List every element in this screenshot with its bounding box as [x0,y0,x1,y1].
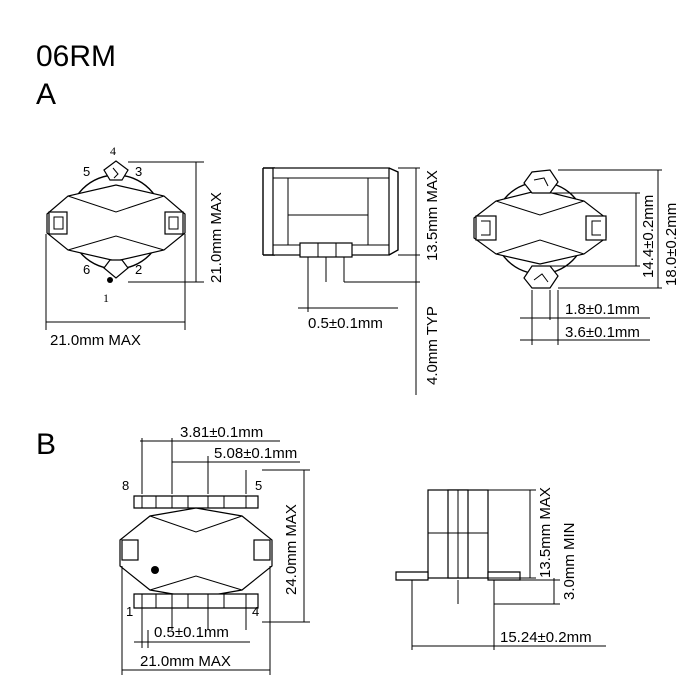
b-top-right-clip [253,539,271,561]
pin-label-5: 5 [83,164,90,179]
pin-label-1: 1 [103,291,109,305]
a-side-header-div [317,243,337,257]
a-bottom-180-lines [558,169,662,289]
b-top-upper-pins [141,470,247,494]
b-top-left-clip [121,539,139,561]
right-clip [164,211,184,235]
pin-label-6: 6 [83,262,90,277]
a-bottom-right-clip [585,215,607,241]
variant-b-label: B [36,428,57,461]
a-side-right-edge [388,167,399,256]
b-side-height-lines [488,489,536,579]
a-side-pinlen-lines [344,262,420,395]
a-bottom-d1: 1.8±0.1mm [565,301,640,318]
b-top-pitch1: 3.81±0.1mm [180,424,263,441]
b-top-upper-header [133,495,259,509]
right-clip-inner [168,216,179,230]
b-top-body [119,507,273,599]
a-side-pinlen-dim: 4.0mm TYP [424,306,441,385]
a-top-height-dim: 21.0mm MAX [208,192,225,283]
pin-label-3: 3 [135,164,142,179]
view-b-top: 8 5 1 4 3.81±0.1mm 5.08±0.1mm 24.0mm MAX… [119,424,310,675]
a-bottom-bottom-terminal [523,265,559,289]
a-side-body [272,167,390,256]
pin-label-4: 4 [110,144,116,158]
b-side-span-dim: 15.24±0.2mm [500,629,592,646]
pin-label-2: 2 [135,262,142,277]
a-bottom-18-lines [520,290,650,345]
b-top-pitch2: 5.08±0.1mm [214,445,297,462]
bottom-terminal [103,259,129,279]
a-bottom-left-clip-inner [481,220,491,236]
a-top-width-dim: 21.0mm MAX [50,332,141,349]
b-top-lower-pins [141,608,247,630]
a-bottom-d4: 18.0±0.2mm [663,203,680,286]
a-bottom-36-lines [520,290,650,345]
a-side-header [299,242,353,258]
a-bottom-waist [495,200,585,255]
b-side-height-dim: 13.5mm MAX [537,487,554,578]
b-side-standoff-lines [494,578,560,605]
top-terminal-wire [112,167,119,179]
a-side-pindia-lines [298,292,398,312]
view-a-top: 1 2 3 4 5 6 21.0mm MAX 21.0mm MAX [45,144,225,349]
b-top-upper-header-div [141,496,247,508]
b-side-span-lines [411,604,606,650]
a-side-height-lines [398,167,420,262]
a-bottom-top-terminal [523,169,559,194]
a-side-height-dim: 13.5mm MAX [424,170,441,261]
b-top-lower-header-div [141,594,247,608]
variant-a-label: A [36,78,57,111]
b-pin1-dot [151,566,159,574]
b-pindia-lines [134,630,250,648]
b-pitch2-lines [172,456,300,470]
b-top-height-dim: 24.0mm MAX [283,504,300,595]
a-bottom-right-clip-inner [591,220,601,236]
b-pitch1-lines [140,438,280,470]
a-bottom-bottom-wire [533,273,549,283]
b-top-width-dim: 21.0mm MAX [140,653,231,670]
left-clip [48,211,68,235]
b-pin-label-8: 8 [122,478,129,493]
b-top-waist [149,515,243,591]
b-top-lower-header [133,593,259,609]
b-pin-label-4: 4 [252,604,259,619]
view-b-side: 13.5mm MAX 3.0mm MIN 15.24±0.2mm [395,487,606,650]
a-bottom-top-wire [533,177,549,187]
view-a-side: 13.5mm MAX 4.0mm TYP 0.5±0.1mm [262,167,441,395]
pin1-dot [107,277,113,283]
left-clip-inner [53,216,64,230]
bobbin-waist [67,195,165,251]
height-dim-lines [128,161,204,283]
b-side-divisions [428,490,488,578]
a-bottom-144-lines [550,192,640,267]
b-side-pins [411,580,495,604]
a-bottom-left-clip [475,215,497,241]
bobbin-body [46,184,186,262]
view-a-bottom: 14.4±0.2mm 18.0±0.2mm 1.8±0.1mm 3.6±0.1m… [473,169,680,345]
a-bottom-d3: 14.4±0.2mm [640,195,657,278]
a-side-pins [307,257,345,292]
b-top-width-lines [121,566,271,675]
a-side-pindia-dim: 0.5±0.1mm [308,315,383,332]
model-title: 06RM [36,40,117,73]
b-pin-label-1: 1 [126,604,133,619]
a-bottom-d2: 3.6±0.1mm [565,324,640,341]
b-pin-label-5: 5 [255,478,262,493]
b-top-pindia: 0.5±0.1mm [154,624,229,641]
b-side-standoff-dim: 3.0mm MIN [561,522,578,600]
top-terminal [103,160,129,181]
